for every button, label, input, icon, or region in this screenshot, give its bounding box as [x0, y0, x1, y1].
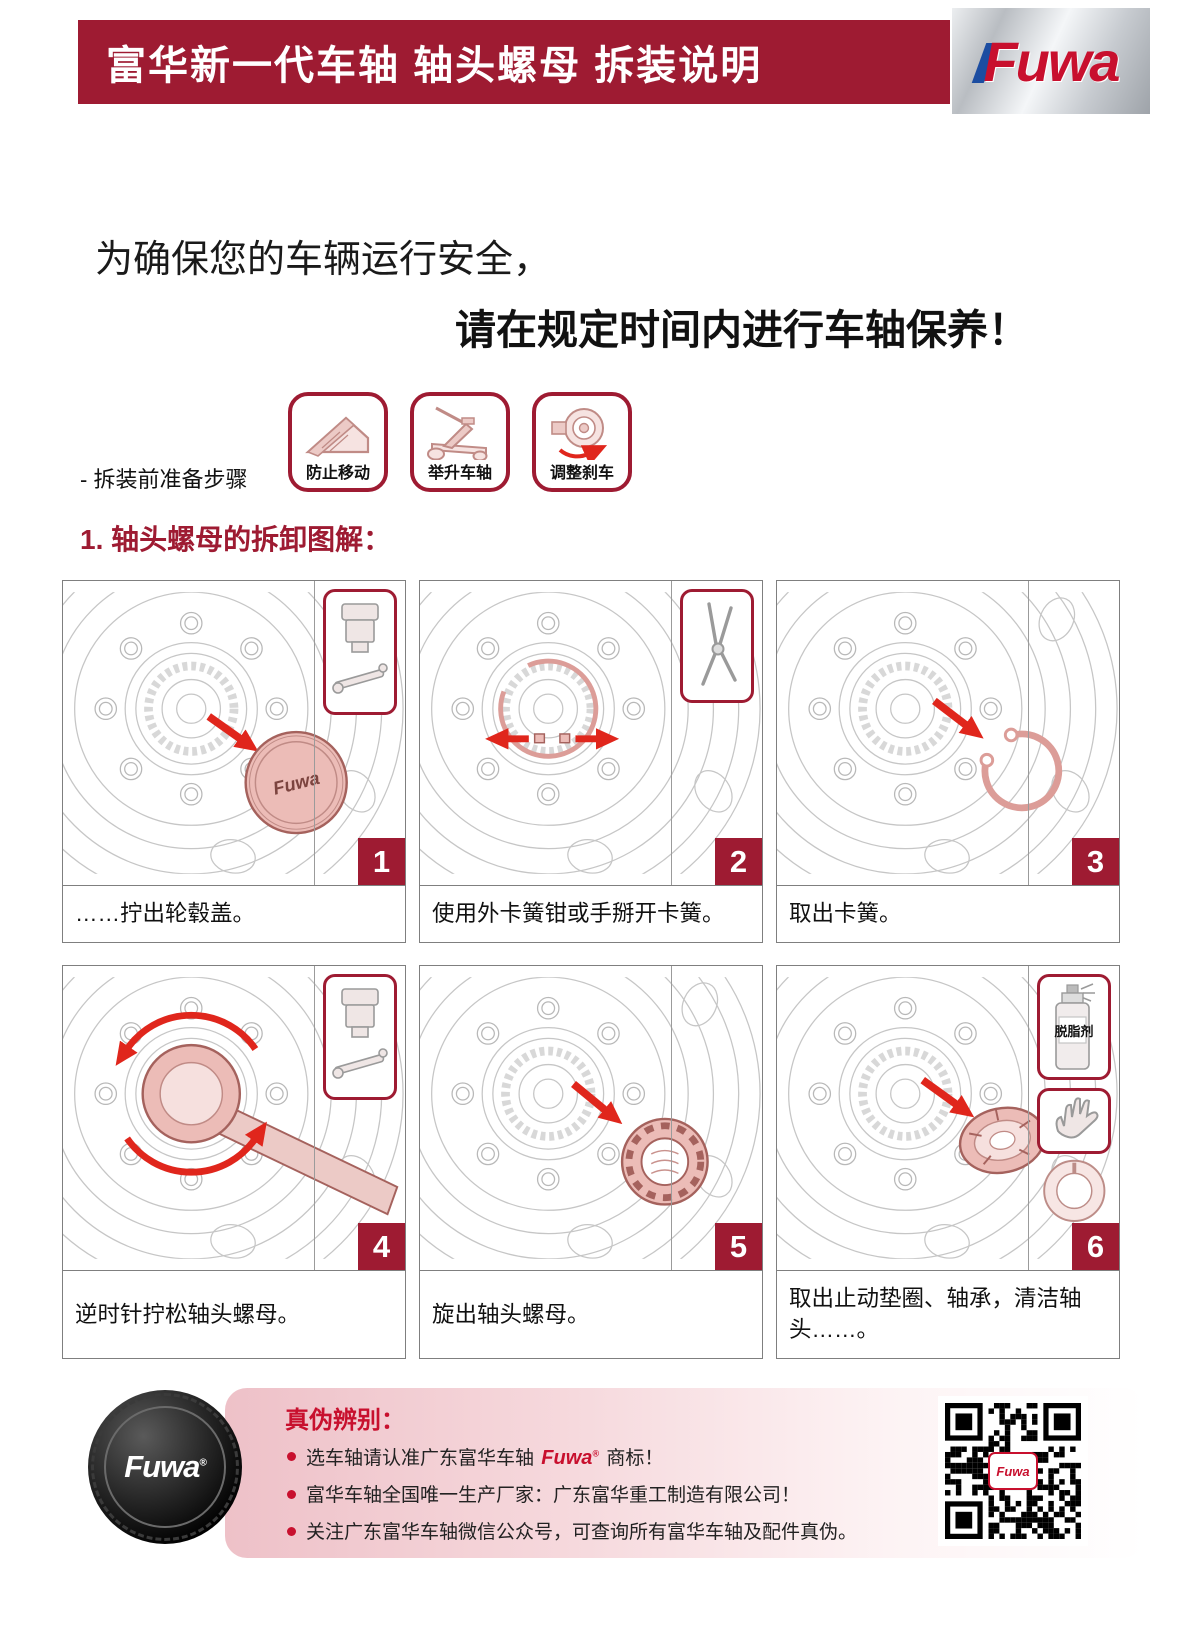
- step-caption: 取出卡簧。: [777, 885, 1119, 942]
- panel-divider: [314, 966, 315, 1271]
- fuwa-hub-cap: Fuwa®: [88, 1390, 242, 1544]
- authenticity-text: 真伪辨别： 选车轴请认准广东富华车轴 Fuwa® 商标！ 富华车轴全国唯一生产厂…: [285, 1400, 915, 1556]
- prep-item-adjust-brake: 调整刹车: [532, 392, 632, 492]
- degreaser-icon: 脱脂剂: [1037, 974, 1111, 1081]
- step-caption: 逆时针拧松轴头螺母。: [63, 1270, 405, 1358]
- step-number-badge: 5: [715, 1223, 762, 1271]
- step-number-badge: 3: [1072, 838, 1119, 885]
- brake-adjust-icon: [551, 408, 608, 460]
- wheel-chock-icon: [305, 416, 370, 457]
- hub-cap-ring: [104, 1406, 226, 1528]
- floor-jack-icon: [427, 406, 488, 460]
- prep-steps-label: - 拆装前准备步骤: [80, 467, 248, 492]
- panel-divider: [1028, 966, 1029, 1271]
- bullet-dot-icon: [287, 1526, 296, 1536]
- step-number-badge: 2: [715, 838, 762, 885]
- socket-tool-icon: [323, 589, 397, 715]
- steps-grid: Fuwa 1 ……拧出轮毂盖。: [62, 580, 1120, 1360]
- step-caption: 取出止动垫圈、轴承，清洁轴头……。: [777, 1270, 1119, 1358]
- prep-item-floor-jack: 举升车轴: [410, 392, 510, 492]
- authenticity-title: 真伪辨别：: [285, 1407, 405, 1434]
- step-panel-4: 4 逆时针拧松轴头螺母。: [62, 965, 406, 1360]
- bullet-dot-icon: [287, 1452, 296, 1461]
- prep-item-label: 防止移动: [305, 465, 370, 482]
- panel-divider: [314, 581, 315, 885]
- section-heading: 1. 轴头螺母的拆卸图解：: [80, 524, 392, 555]
- qr-code: Fuwa: [938, 1396, 1088, 1546]
- prep-item-label: 调整刹车: [549, 465, 614, 482]
- step-illustration-6: 脱脂剂 6: [777, 966, 1119, 1271]
- qr-center-logo: Fuwa: [988, 1452, 1038, 1490]
- step-illustration-3: 3: [777, 581, 1119, 885]
- list-item: 选车轴请认准广东富华车轴 Fuwa® 商标！: [285, 1445, 915, 1472]
- circlip-pliers-icon: [680, 589, 754, 703]
- step-illustration-2: 2: [420, 581, 762, 885]
- intro-line-2: 请在规定时间内进行车轴保养！: [455, 307, 1029, 353]
- brand-logo-plate: Fuwa: [952, 8, 1150, 114]
- step-panel-5: 5 旋出轴头螺母。: [419, 965, 763, 1360]
- fuwa-inline-logo: Fuwa®: [541, 1447, 600, 1469]
- fuwa-logo: Fuwa: [972, 29, 1121, 94]
- panel-divider: [1028, 581, 1029, 885]
- prep-item-wheel-chock: 防止移动: [288, 392, 388, 492]
- step-panel-3: 3 取出卡簧。: [776, 580, 1120, 944]
- page-title: 富华新一代车轴 轴头螺母 拆装说明: [106, 44, 763, 88]
- step-caption: ……拧出轮毂盖。: [63, 885, 405, 942]
- step-panel-2: 2 使用外卡簧钳或手掰开卡簧。: [419, 580, 763, 944]
- socket-tool-icon: [323, 974, 397, 1101]
- wipe-hand-icon: [1037, 1088, 1111, 1155]
- prep-item-label: 举升车轴: [427, 465, 492, 482]
- intro-line-1: 为确保您的车辆运行安全，: [95, 239, 552, 281]
- panel-divider: [671, 966, 672, 1271]
- hub-cap-notches: [91, 1393, 239, 1541]
- step-illustration-4: 4: [63, 966, 405, 1271]
- panel-divider: [671, 581, 672, 885]
- step-number-badge: 6: [1072, 1223, 1119, 1271]
- step-caption: 使用外卡簧钳或手掰开卡簧。: [420, 885, 762, 942]
- prep-icons-row: 防止移动 举升车轴 调整刹车: [288, 392, 632, 492]
- step-panel-1: Fuwa 1 ……拧出轮毂盖。: [62, 580, 406, 944]
- step-panel-6: 脱脂剂 6 取出止动垫圈、轴承，清洁轴头……。: [776, 965, 1120, 1360]
- step-illustration-5: 5: [420, 966, 762, 1271]
- list-item: 关注广东富华车轴微信公众号，可查询所有富华车轴及配件真伪。: [285, 1520, 915, 1546]
- hub-cap-brand: Fuwa®: [124, 1449, 207, 1484]
- step-number-badge: 4: [358, 1223, 405, 1271]
- authenticity-list: 选车轴请认准广东富华车轴 Fuwa® 商标！ 富华车轴全国唯一生产厂家：广东富华…: [285, 1445, 915, 1545]
- bullet-dot-icon: [287, 1490, 296, 1499]
- step-number-badge: 1: [358, 838, 405, 885]
- step-illustration-1: Fuwa 1: [63, 581, 405, 885]
- step-caption: 旋出轴头螺母。: [420, 1270, 762, 1358]
- header-banner: 富华新一代车轴 轴头螺母 拆装说明: [78, 20, 950, 104]
- list-item: 富华车轴全国唯一生产厂家：广东富华重工制造有限公司！: [285, 1483, 915, 1509]
- degreaser-label: 脱脂剂: [1054, 1024, 1094, 1040]
